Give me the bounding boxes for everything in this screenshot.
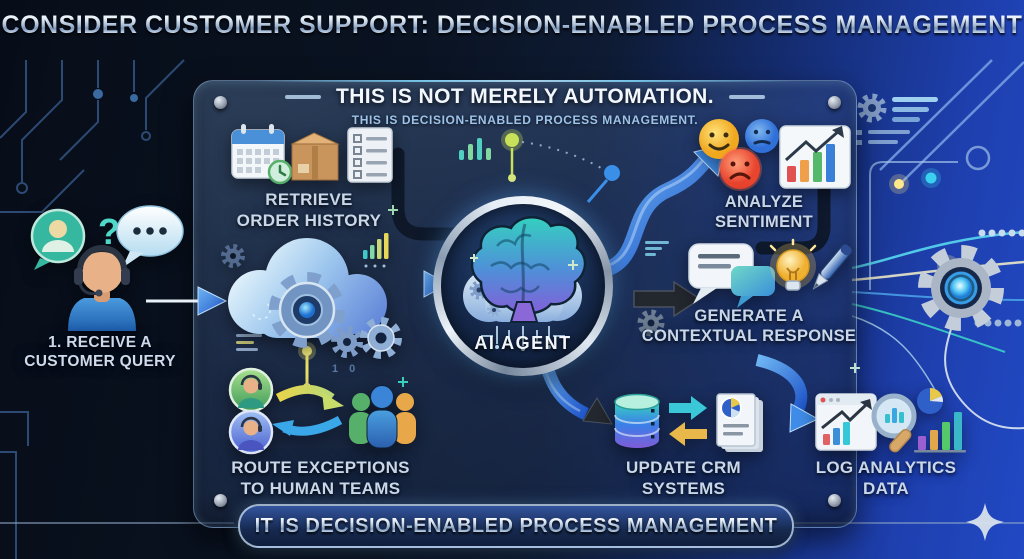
panel-heading: THIS IS NOT MERELY AUTOMATION.: [336, 85, 714, 108]
gear-icon: [331, 326, 363, 358]
gear-icon: [918, 245, 1004, 331]
glow-halo: [889, 174, 909, 194]
chart-window-icon: [815, 393, 877, 451]
route-arrow-left: [272, 416, 343, 436]
update-crm-icons: [614, 393, 763, 452]
trend-chart-icon: [779, 125, 851, 189]
database-icon: [614, 393, 660, 448]
right-rounded-trace: [869, 145, 991, 290]
screw-icon: [214, 96, 227, 109]
screw-icon: [828, 494, 841, 507]
circuit-lines-decor: [481, 326, 565, 346]
glow-node-icon: [925, 172, 937, 184]
retrieve-history-label: RETRIEVE ORDER HISTORY: [236, 190, 382, 230]
gear-icon: [221, 244, 245, 268]
sparkle-icon: [966, 503, 1004, 541]
ai-agent-label: AI AGENT: [474, 333, 572, 353]
glow-halo: [937, 255, 959, 277]
generate-response-icons: [688, 238, 853, 308]
left-circuit-nodes: [93, 89, 138, 102]
calendar-clock-icon: [231, 124, 293, 185]
sync-arrows-icon: [669, 396, 707, 446]
glow-node-icon: [942, 260, 954, 272]
screw-icon: [828, 96, 841, 109]
mini-bar-chart-icon: [363, 233, 389, 268]
route-exceptions-icons: [228, 367, 416, 455]
ai-agent-art: [463, 216, 587, 351]
gear-icon: [269, 272, 345, 348]
code-lines-decor: [856, 97, 938, 145]
checklist-icon: [347, 127, 393, 183]
route-exceptions-label: ROUTE EXCEPTIONS TO HUMAN TEAMS: [231, 458, 410, 498]
generate-response-label: GENERATE A CONTEXTUAL RESPONSE: [641, 307, 857, 346]
right-diagonal-traces: [879, 59, 1024, 187]
report-documents-icon: [716, 393, 763, 452]
sad-face-icon: [718, 147, 762, 191]
ai-agent-node: AI AGENT: [433, 196, 613, 376]
neutral-face-icon: [745, 119, 779, 153]
footer-banner: IT IS DECISION-ENABLED PROCESS MANAGEMEN…: [238, 504, 794, 548]
gear-icon: [857, 93, 887, 123]
customer-avatar-bubble-icon: [30, 208, 86, 270]
pen-icon: [812, 244, 853, 290]
cloud-processing-icon: [221, 233, 402, 359]
receive-query-label: 1. RECEIVE A CUSTOMER QUERY: [24, 334, 176, 370]
team-group-icon: [349, 385, 416, 449]
footer-banner-text: IT IS DECISION-ENABLED PROCESS MANAGEMEN…: [254, 514, 778, 537]
dot-row-decor: [974, 229, 1024, 327]
analyze-sentiment-label: ANALYZE SENTIMENT: [714, 193, 814, 232]
analyze-sentiment-icons: [699, 119, 851, 191]
ai-agent-inner: AI AGENT: [441, 204, 605, 368]
glow-halo: [921, 168, 941, 188]
heading-dash: [285, 95, 321, 99]
agent-avatar-icon: [228, 367, 274, 413]
route-arrow-right: [275, 384, 344, 410]
receive-query-icons: ?: [30, 205, 184, 331]
magnifier-icon: [871, 393, 917, 453]
screw-icon: [214, 494, 227, 507]
agent-avatar-icon: [228, 409, 274, 455]
gear-icon: [487, 303, 501, 317]
retrieve-history-icons: [231, 124, 393, 185]
gear-icon: [360, 317, 402, 359]
bar-chart-icon: [914, 412, 966, 453]
update-crm-label: UPDATE CRM SYSTEMS: [625, 458, 742, 498]
log-analytics-icons: [815, 388, 966, 453]
page-title: CONSIDER CUSTOMER SUPPORT: DECISION-ENAB…: [1, 11, 1023, 39]
support-agent-icon: [68, 245, 136, 331]
lightbulb-icon: [769, 238, 817, 291]
sparkle-icon: [470, 254, 578, 270]
panel-subheading: THIS IS DECISION-ENABLED PROCESS MANAGEM…: [351, 113, 699, 127]
brain-icon: [470, 216, 587, 323]
log-analytics-label: LOG ANALYTICS DATA: [815, 458, 957, 498]
chat-bubbles-icon: [688, 243, 775, 308]
package-box-icon: [290, 132, 340, 181]
dotted-circuit-decor: [252, 301, 271, 320]
pie-chart-icon: [917, 388, 944, 414]
panel-heading-block: THIS IS NOT MERELY AUTOMATION. THIS IS D…: [225, 85, 825, 127]
glow-node-icon: [894, 179, 904, 189]
chat-bubble-icon: [116, 205, 184, 281]
question-mark-icon: ?: [98, 211, 120, 252]
heading-dash: [728, 95, 765, 99]
